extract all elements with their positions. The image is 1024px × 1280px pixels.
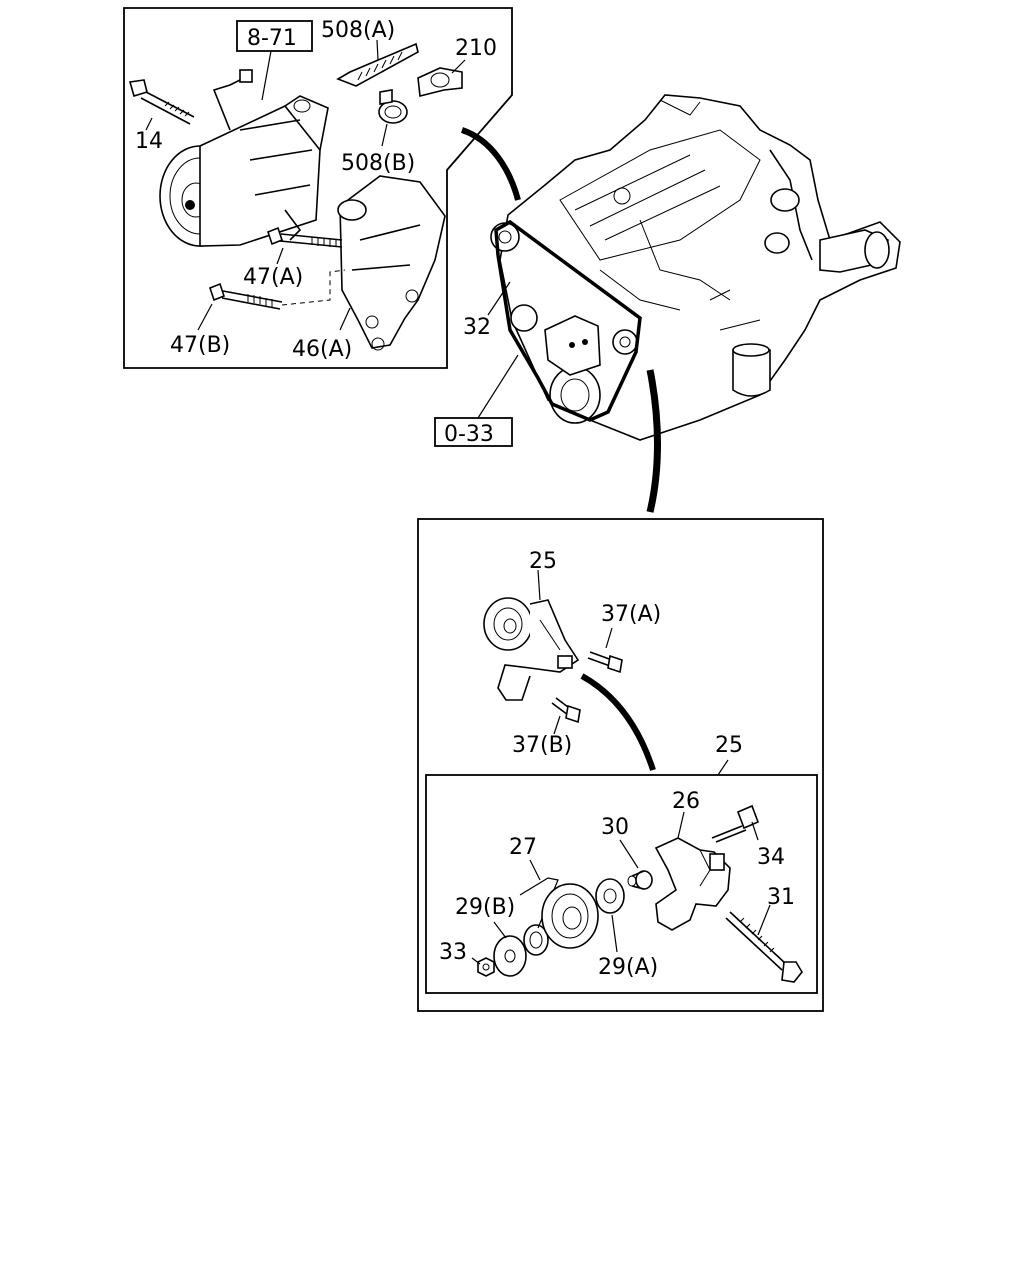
label-31: 31 <box>767 885 795 910</box>
compressor-panel: 8-71 <box>123 7 513 369</box>
belt-32[interactable] <box>494 219 642 422</box>
tensioner-panel: 25 37(A) 37(B) 25 26 27 30 34 31 29(B) 3… <box>417 518 824 1012</box>
clamp-508b[interactable] <box>378 89 408 124</box>
washer-29a[interactable] <box>595 878 625 914</box>
bushing-30[interactable] <box>627 870 653 890</box>
label-37a: 37(A) <box>601 602 661 627</box>
bolt-47b[interactable] <box>209 269 346 310</box>
label-47b: 47(B) <box>170 333 230 358</box>
label-34: 34 <box>757 845 785 870</box>
tensioner-exploded-frame <box>425 774 818 994</box>
tensioner-panel-frame <box>417 518 824 1012</box>
label-47a: 47(A) <box>243 265 303 290</box>
ref-box-8-71[interactable] <box>236 20 313 52</box>
label-14: 14 <box>135 129 163 154</box>
label-46a: 46(A) <box>292 337 352 362</box>
compressor-panel-frame <box>123 7 513 369</box>
label-33: 33 <box>439 940 467 965</box>
washer-29b[interactable] <box>493 935 527 977</box>
nut-33[interactable] <box>477 957 495 977</box>
label-30: 30 <box>601 815 629 840</box>
cable-tie-508a[interactable] <box>336 42 419 87</box>
label-25-sub: 25 <box>715 733 743 758</box>
bracket-46a[interactable] <box>337 175 446 351</box>
label-27: 27 <box>509 835 537 860</box>
bolt-31[interactable] <box>725 911 803 983</box>
label-29a: 29(A) <box>598 955 658 980</box>
tensioner-assembly-25[interactable] <box>483 597 580 701</box>
bolt-34[interactable] <box>711 804 760 843</box>
label-508a: 508(A) <box>321 18 395 43</box>
ref-box-0-33[interactable] <box>434 417 513 447</box>
label-37b: 37(B) <box>512 733 572 758</box>
bearing-27[interactable] <box>523 924 549 956</box>
label-25-top: 25 <box>529 549 557 574</box>
label-26: 26 <box>672 789 700 814</box>
pulley[interactable] <box>541 883 599 949</box>
bolt-47a[interactable] <box>267 226 343 248</box>
label-210: 210 <box>455 36 497 61</box>
bolt-37b[interactable] <box>551 697 581 724</box>
ref-8-71-text: 8-71 <box>247 26 297 51</box>
bolt-14[interactable] <box>128 79 195 125</box>
label-508b: 508(B) <box>341 151 415 176</box>
label-29b: 29(B) <box>455 895 515 920</box>
ref-0-33-text: 0-33 <box>444 422 494 447</box>
compressor <box>159 69 329 247</box>
bolt-37a[interactable] <box>587 651 623 674</box>
engine-assembly: 0-33 32 <box>434 94 901 513</box>
bracket-26[interactable] <box>654 837 731 931</box>
clip-210[interactable] <box>417 67 463 97</box>
label-32: 32 <box>463 315 491 340</box>
